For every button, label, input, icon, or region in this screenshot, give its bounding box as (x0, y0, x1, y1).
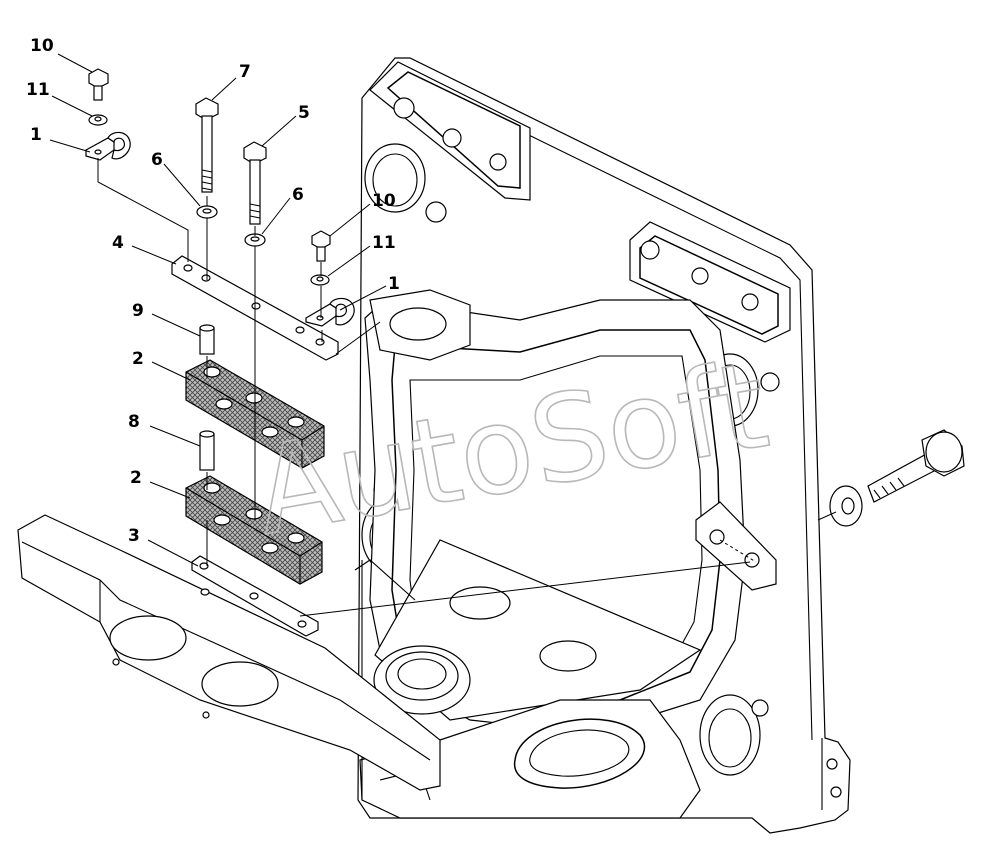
callout-6-right: 6 (292, 185, 304, 205)
callout-10-left: 10 (30, 36, 54, 56)
callout-11-left: 11 (26, 80, 50, 100)
callout-1-left: 1 (30, 125, 42, 145)
clip-1-left (85, 131, 131, 161)
leader-lines (49, 53, 387, 567)
drawbar-arm (17, 514, 441, 791)
large-bolt-right (867, 429, 965, 503)
callout-6-left: 6 (151, 150, 163, 170)
callout-10-right: 10 (372, 191, 396, 211)
bolt-5 (243, 141, 267, 225)
spacer-sleeve-9 (199, 324, 215, 355)
callout-2-lower: 2 (130, 468, 142, 488)
bolt-7 (195, 97, 219, 193)
bolt-10-left (88, 68, 109, 101)
bottom-plate-3 (191, 555, 319, 637)
clamp-half-2-lower (185, 475, 323, 585)
callout-1-right: 1 (388, 274, 400, 294)
support-frame (354, 57, 851, 834)
washer-11-right (310, 274, 330, 286)
bolt-10-right (311, 230, 331, 262)
callout-5: 5 (298, 103, 310, 123)
washer-6a (196, 205, 218, 219)
large-washer-right (829, 485, 863, 527)
callout-8: 8 (128, 412, 140, 432)
assembly-lines (97, 158, 837, 617)
callout-labels: 10 11 1 7 6 5 6 10 11 1 4 9 2 8 2 3 (26, 36, 400, 546)
callout-3: 3 (128, 526, 140, 546)
spacer-sleeve-8 (199, 430, 215, 471)
callout-9: 9 (132, 301, 144, 321)
clip-1-right (305, 297, 355, 327)
washer-11-left (88, 114, 108, 126)
callout-11-right: 11 (372, 233, 396, 253)
callout-7: 7 (239, 62, 251, 82)
callout-4: 4 (112, 233, 124, 253)
callout-2-upper: 2 (132, 349, 144, 369)
